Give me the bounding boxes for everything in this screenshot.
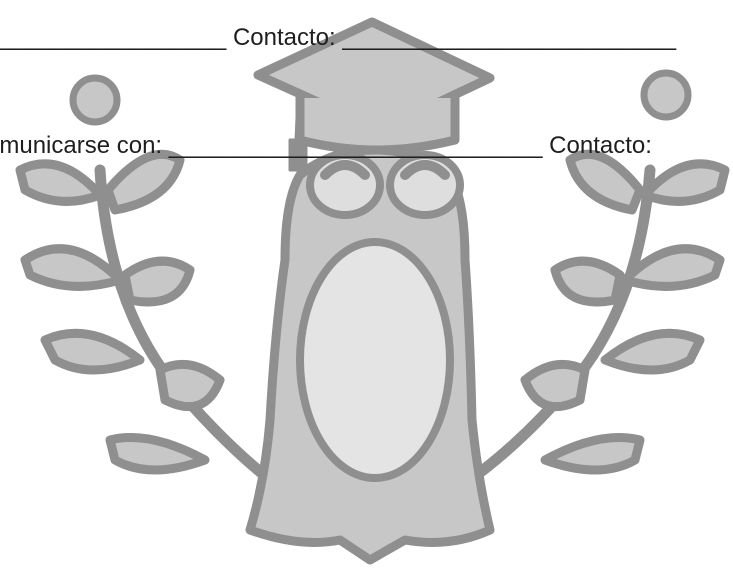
blank-line: __________________	[0, 24, 227, 51]
contact-line-1: __________________ Contacto: ___________…	[0, 24, 676, 52]
blank-line: _________________________	[342, 24, 677, 51]
contact-line-2: omunicarse con: ________________________…	[0, 132, 652, 160]
communicate-label: omunicarse con:	[0, 132, 163, 159]
contact-label: Contacto:	[549, 132, 652, 159]
contact-label: Contacto:	[232, 24, 336, 51]
blank-line: ____________________________	[168, 132, 543, 159]
